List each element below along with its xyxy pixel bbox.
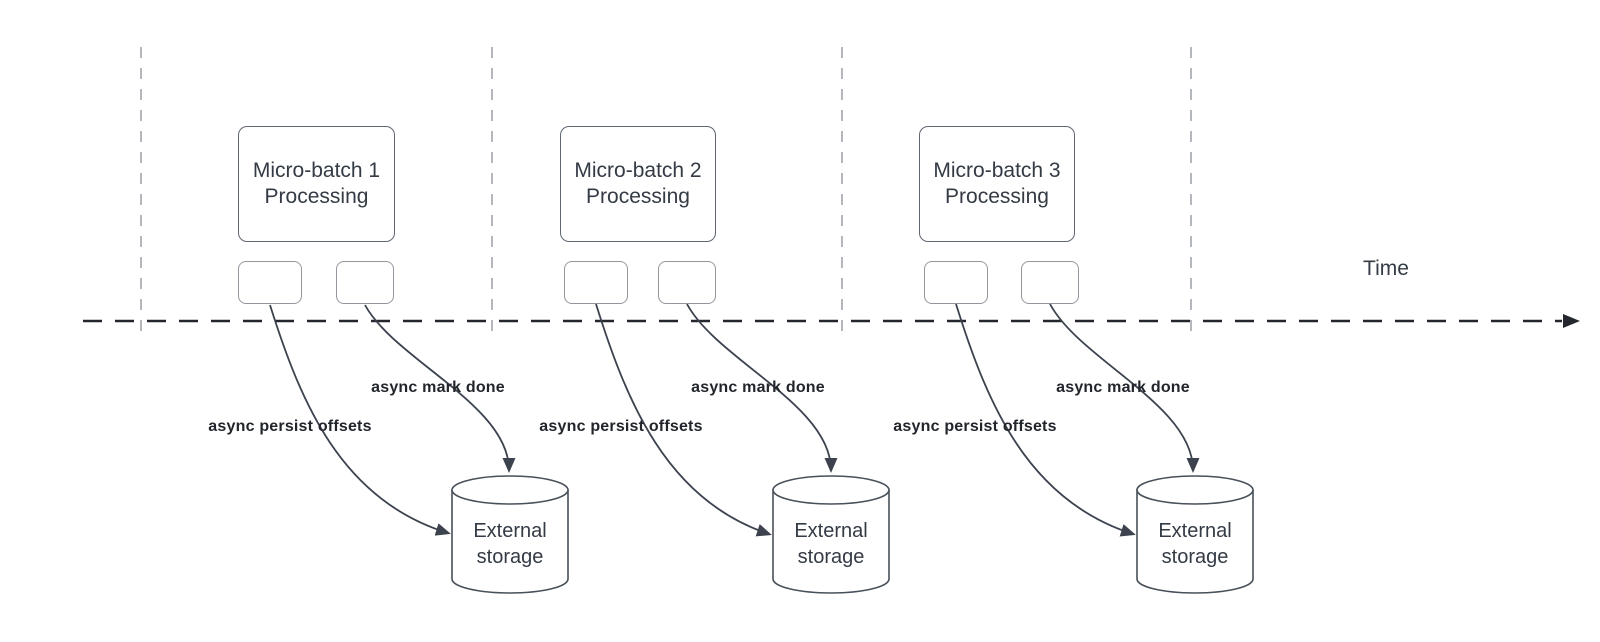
time-axis-arrowhead-icon: [1563, 314, 1580, 328]
flow-arrows: [269, 303, 1200, 537]
persist-offsets-label-3: async persist offsets: [893, 418, 1057, 435]
storage-cylinders: [451, 475, 1254, 594]
time-guides: [140, 47, 1192, 341]
external-storage-cylinder-2: [772, 475, 890, 594]
mark-done-label-3: async mark done: [1056, 379, 1190, 396]
micro-batch-2-box: Micro-batch 2 Processing: [560, 126, 716, 242]
external-storage-label-1: External storage: [473, 520, 547, 568]
micro-batch-1-box: Micro-batch 1 Processing: [238, 126, 395, 242]
cylinder-top: [451, 475, 569, 505]
batch-1-mark-done-task-box: [336, 261, 394, 304]
micro-batch-3-label: Micro-batch 3 Processing: [933, 159, 1061, 208]
mark-done-label-1: async mark done: [371, 379, 505, 396]
persist-offsets-arrow-2: [595, 303, 772, 537]
external-storage-cylinder-3: [1136, 475, 1254, 594]
micro-batch-1-label: Micro-batch 1 Processing: [252, 159, 381, 208]
cylinder-body: [451, 489, 569, 594]
persist-offsets-arrow-3: [955, 303, 1136, 537]
micro-batch-2-label: Micro-batch 2 Processing: [574, 159, 702, 208]
mark-done-arrow-2: [686, 303, 838, 473]
cylinder-body: [772, 489, 890, 594]
batch-3-persist-task-box: [924, 261, 988, 304]
persist-offsets-arrow-1: [269, 304, 451, 536]
batch-3-mark-done-task-box: [1021, 261, 1079, 304]
micro-batch-3-box: Micro-batch 3 Processing: [919, 126, 1075, 242]
external-storage-cylinder-1: [451, 475, 569, 594]
batch-1-persist-task-box: [238, 261, 302, 304]
mark-done-arrow-1: [364, 304, 516, 473]
time-axis-label: Time: [1363, 257, 1409, 280]
batch-2-persist-task-box: [564, 261, 628, 304]
mark-done-arrow-3: [1049, 303, 1200, 473]
batch-2-mark-done-task-box: [658, 261, 716, 304]
persist-offsets-label-2: async persist offsets: [539, 418, 703, 435]
cylinder-top: [1136, 475, 1254, 505]
mark-done-label-2: async mark done: [691, 379, 825, 396]
cylinder-body: [1136, 489, 1254, 594]
cylinder-top: [772, 475, 890, 505]
external-storage-label-3: External storage: [1158, 520, 1232, 568]
external-storage-label-2: External storage: [794, 520, 868, 568]
persist-offsets-label-1: async persist offsets: [208, 418, 372, 435]
time-axis: [83, 314, 1580, 328]
